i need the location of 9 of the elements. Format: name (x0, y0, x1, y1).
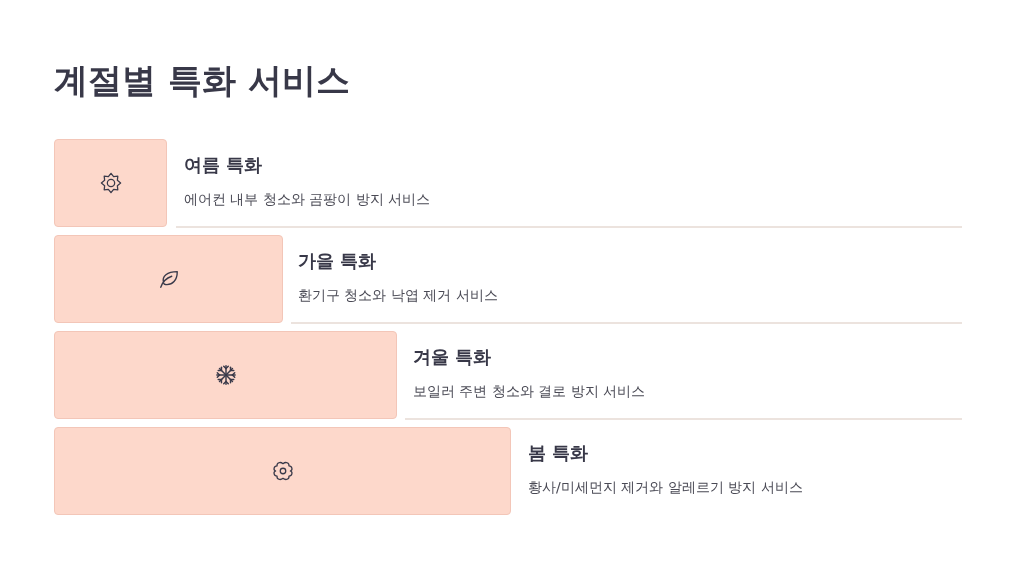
description: 보일러 주변 청소와 결로 방지 서비스 (413, 382, 646, 401)
heading: 겨울 특화 (413, 345, 492, 369)
heading: 여름 특화 (184, 153, 263, 177)
description: 에어컨 내부 청소와 곰팡이 방지 서비스 (184, 190, 431, 209)
description: 황사/미세먼지 제거와 알레르기 방지 서비스 (528, 478, 803, 497)
heading: 봄 특화 (528, 441, 589, 465)
description: 환기구 청소와 낙엽 제거 서비스 (298, 286, 498, 305)
title: 계절별 특화 서비스 (54, 59, 350, 102)
heading: 가을 특화 (298, 249, 377, 273)
